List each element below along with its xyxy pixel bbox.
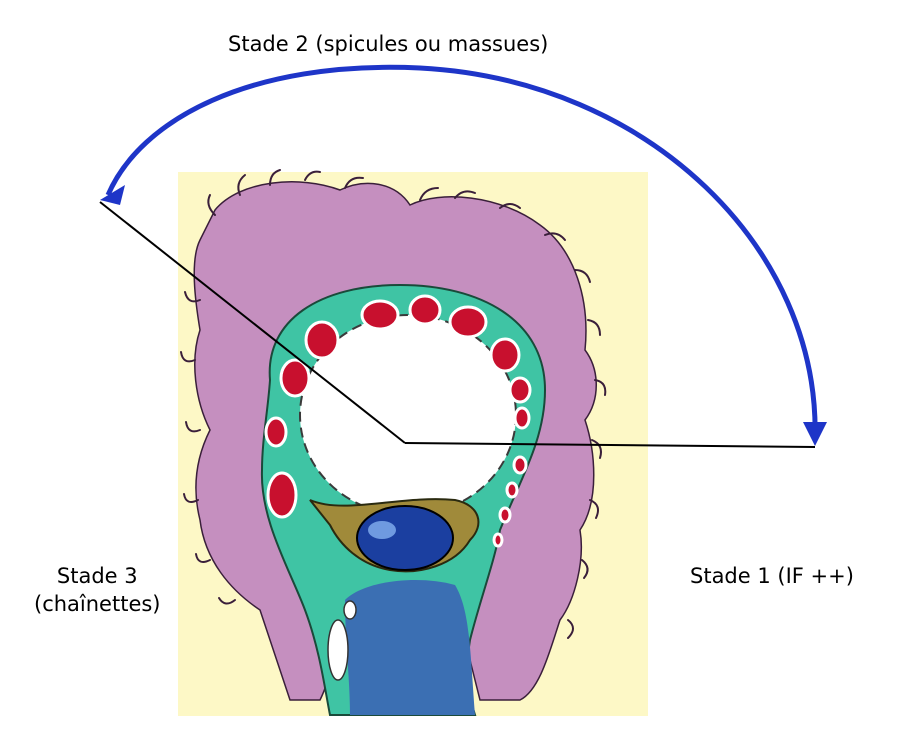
stage1-label: Stade 1 (IF ++)	[690, 564, 854, 588]
stage2-label: Stade 2 (spicules ou massues)	[228, 32, 549, 56]
spicules	[180, 169, 607, 639]
arrowhead-left-icon	[100, 185, 125, 205]
red-cells	[264, 294, 532, 548]
nucleus-highlight	[368, 521, 396, 539]
nucleus	[356, 505, 454, 571]
pointer-line-stage2	[99, 201, 406, 444]
arrowhead-right-icon	[803, 422, 827, 446]
inclusions	[327, 600, 357, 681]
stage3-label-line1: Stade 3	[56, 564, 138, 588]
stage3-label-line2: (chaînettes)	[34, 592, 161, 616]
pointer-line-stage1	[404, 442, 816, 448]
stage-arrow-arc	[105, 64, 818, 439]
stage3-label: Stade 3 (chaînettes)	[34, 562, 161, 618]
blue-region	[345, 580, 475, 715]
